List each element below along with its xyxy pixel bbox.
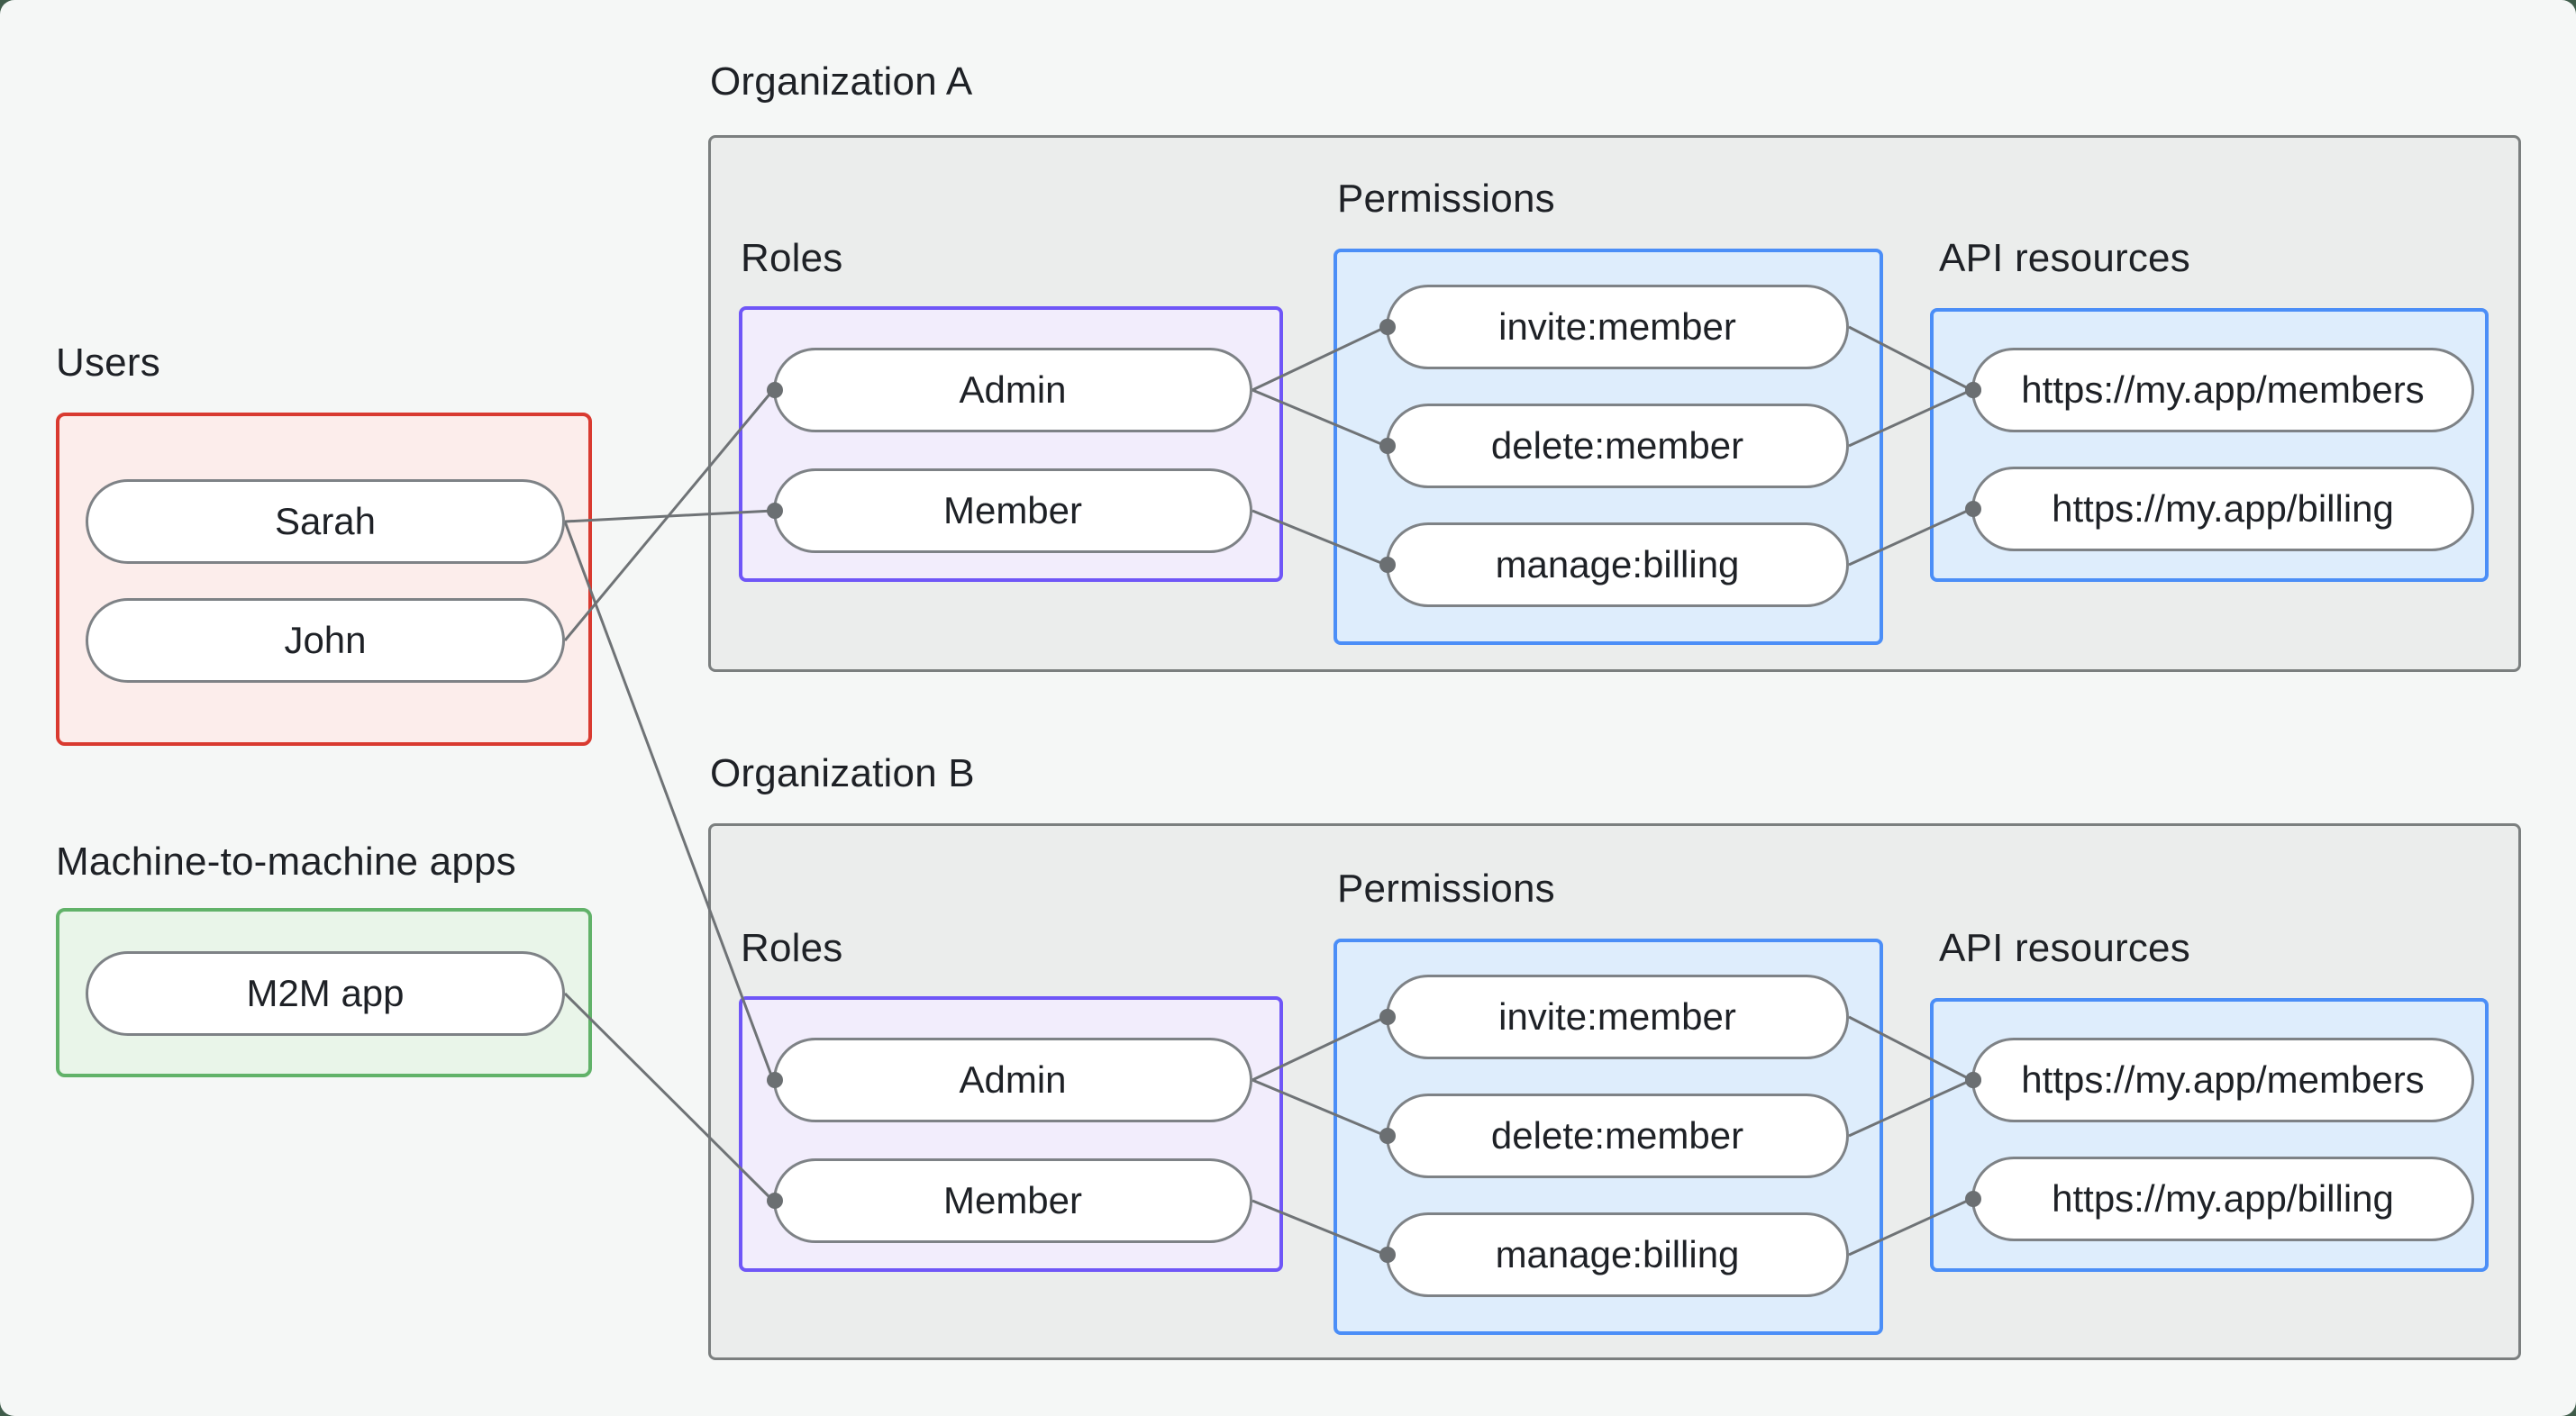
org-b-api-resources-label: API resources: [1939, 926, 2190, 970]
node-org-b-member: Member: [773, 1158, 1252, 1243]
node-john: John: [86, 598, 565, 683]
org-b-permissions-label: Permissions: [1337, 867, 1555, 911]
org-a-title: Organization A: [710, 59, 973, 104]
node-org-b-delete-member: delete:member: [1386, 1094, 1849, 1178]
node-org-b-api-billing: https://my.app/billing: [1971, 1157, 2474, 1241]
users-section-label: Users: [56, 340, 160, 385]
node-org-b-api-members: https://my.app/members: [1971, 1038, 2474, 1122]
node-org-a-delete-member: delete:member: [1386, 404, 1849, 488]
node-org-b-manage-billing: manage:billing: [1386, 1212, 1849, 1297]
node-org-a-api-billing: https://my.app/billing: [1971, 467, 2474, 551]
node-sarah: Sarah: [86, 479, 565, 564]
m2m-section-label: Machine-to-machine apps: [56, 840, 516, 884]
org-a-permissions-label: Permissions: [1337, 177, 1555, 221]
node-org-a-member: Member: [773, 468, 1252, 553]
node-org-b-admin: Admin: [773, 1038, 1252, 1122]
org-b-title: Organization B: [710, 751, 975, 795]
org-a-api-resources-label: API resources: [1939, 236, 2190, 280]
node-m2m-app: M2M app: [86, 951, 565, 1036]
org-a-roles-label: Roles: [741, 236, 843, 280]
node-org-a-manage-billing: manage:billing: [1386, 522, 1849, 607]
node-org-a-api-members: https://my.app/members: [1971, 348, 2474, 432]
node-org-a-invite-member: invite:member: [1386, 285, 1849, 369]
node-org-a-admin: Admin: [773, 348, 1252, 432]
node-org-b-invite-member: invite:member: [1386, 975, 1849, 1059]
org-b-roles-label: Roles: [741, 926, 843, 970]
users-group-box: [56, 413, 592, 746]
